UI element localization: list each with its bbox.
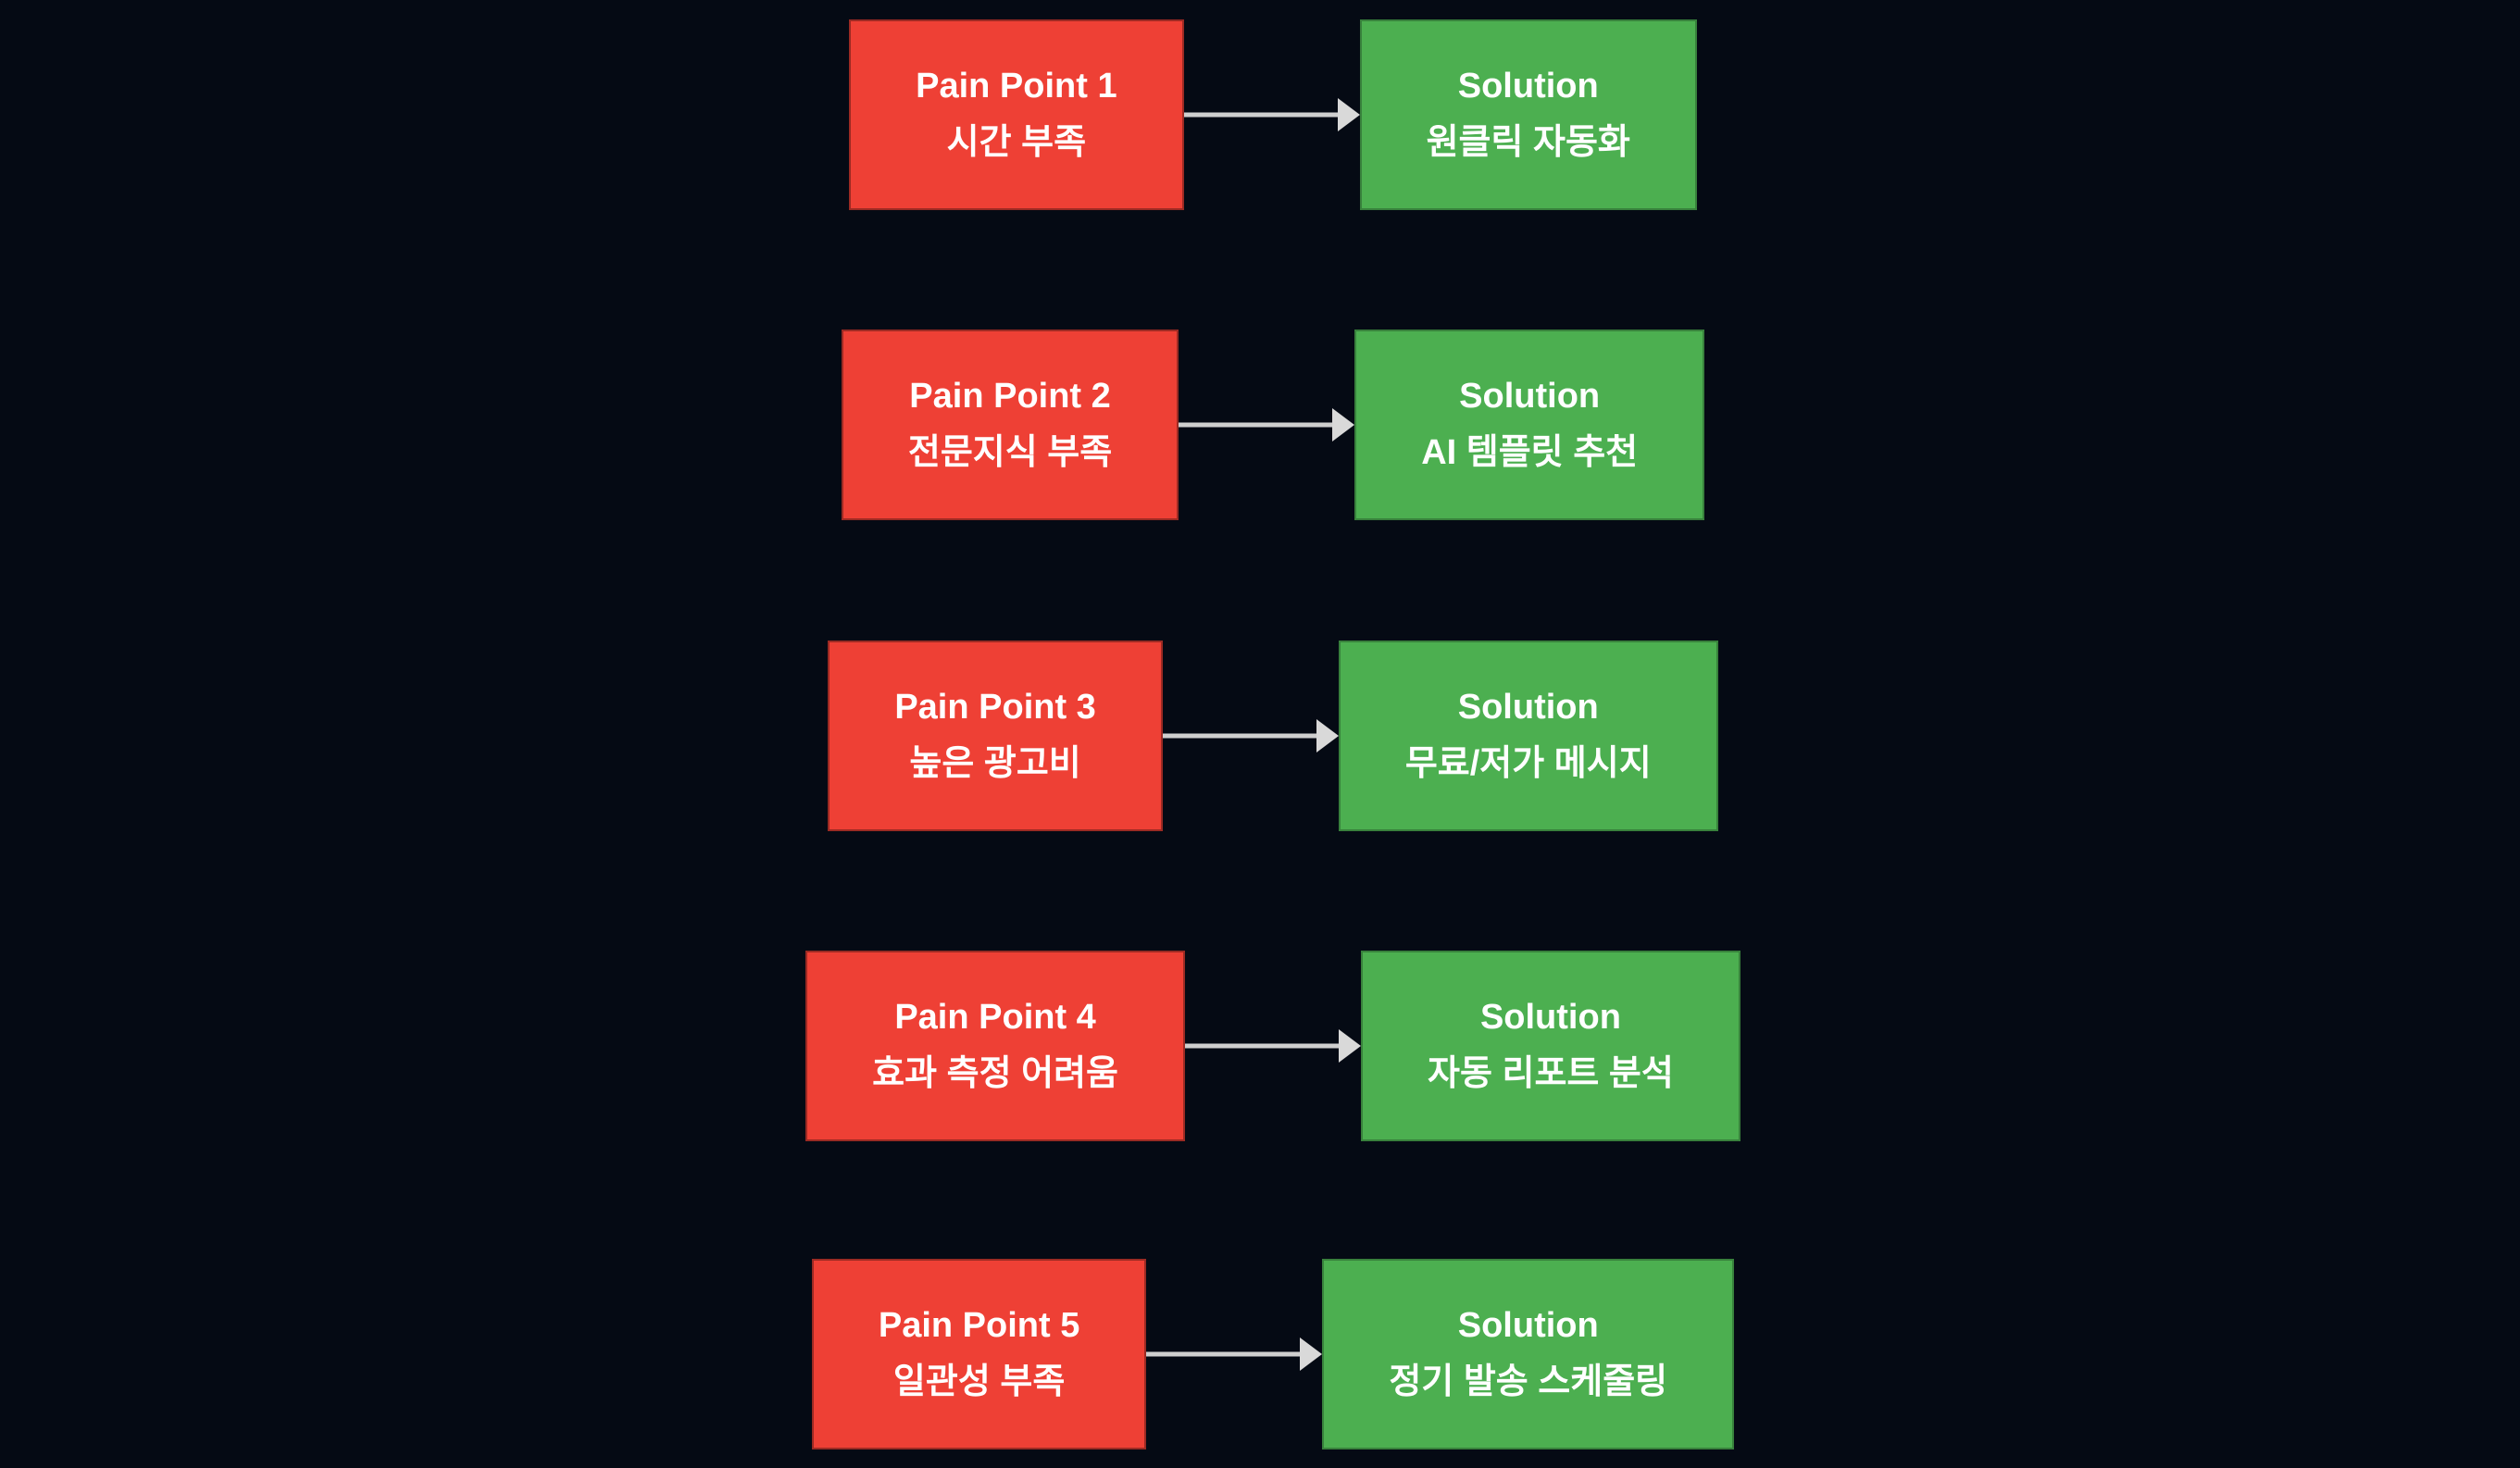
solution-subtitle: 정기 발송 스케줄링 [1389,1362,1668,1401]
pain-point-subtitle: 일관성 부족 [892,1362,1066,1401]
pain-point-title: Pain Point 3 [894,688,1096,728]
pain-point-3-node: Pain Point 3 높은 광고비 [828,641,1163,831]
solution-title: Solution [1459,377,1601,417]
solution-title: Solution [1457,67,1599,106]
pain-point-subtitle: 전문지식 부족 [907,433,1113,472]
solution-1-node: Solution 원클릭 자동화 [1359,19,1697,210]
solution-5-node: Solution 정기 발송 스케줄링 [1322,1259,1735,1449]
solution-title: Solution [1479,998,1621,1038]
pain-point-title: Pain Point 2 [909,377,1111,417]
flow-row-1: Pain Point 1 시간 부족 Solution 원클릭 자동화 [13,19,2520,210]
pain-point-title: Pain Point 5 [878,1306,1080,1346]
pain-point-title: Pain Point 1 [916,67,1117,106]
arrow-right-icon [1179,408,1355,442]
arrow-right-icon [1185,1029,1361,1063]
flow-row-3: Pain Point 3 높은 광고비 Solution 무료/저가 메시지 [13,641,2520,831]
arrow-right-icon [1162,719,1339,753]
pain-point-5-node: Pain Point 5 일관성 부족 [811,1259,1147,1449]
pain-point-subtitle: 시간 부족 [946,123,1087,162]
solution-2-node: Solution AI 템플릿 추천 [1354,330,1705,520]
solution-subtitle: AI 템플릿 추천 [1421,433,1639,472]
solution-subtitle: 자동 리포트 분석 [1428,1054,1674,1093]
solution-4-node: Solution 자동 리포트 분석 [1361,951,1740,1141]
solution-subtitle: 원클릭 자동화 [1426,123,1630,162]
solution-3-node: Solution 무료/저가 메시지 [1338,641,1718,831]
pain-point-4-node: Pain Point 4 효과 측정 어려움 [805,951,1185,1141]
flow-row-2: Pain Point 2 전문지식 부족 Solution AI 템플릿 추천 [13,330,2520,520]
pain-point-1-node: Pain Point 1 시간 부족 [849,19,1184,210]
pain-point-subtitle: 효과 측정 어려움 [872,1054,1118,1093]
arrow-right-icon [1183,98,1360,131]
pain-point-title: Pain Point 4 [894,998,1096,1038]
solution-title: Solution [1457,1306,1599,1346]
pain-point-2-node: Pain Point 2 전문지식 부족 [841,330,1179,520]
arrow-right-icon [1146,1337,1323,1371]
solution-title: Solution [1457,688,1599,728]
flow-row-4: Pain Point 4 효과 측정 어려움 Solution 자동 리포트 분… [13,951,2520,1141]
solution-subtitle: 무료/저가 메시지 [1404,744,1652,783]
pain-point-subtitle: 높은 광고비 [909,744,1081,783]
flow-row-5: Pain Point 5 일관성 부족 Solution 정기 발송 스케줄링 [13,1259,2520,1449]
